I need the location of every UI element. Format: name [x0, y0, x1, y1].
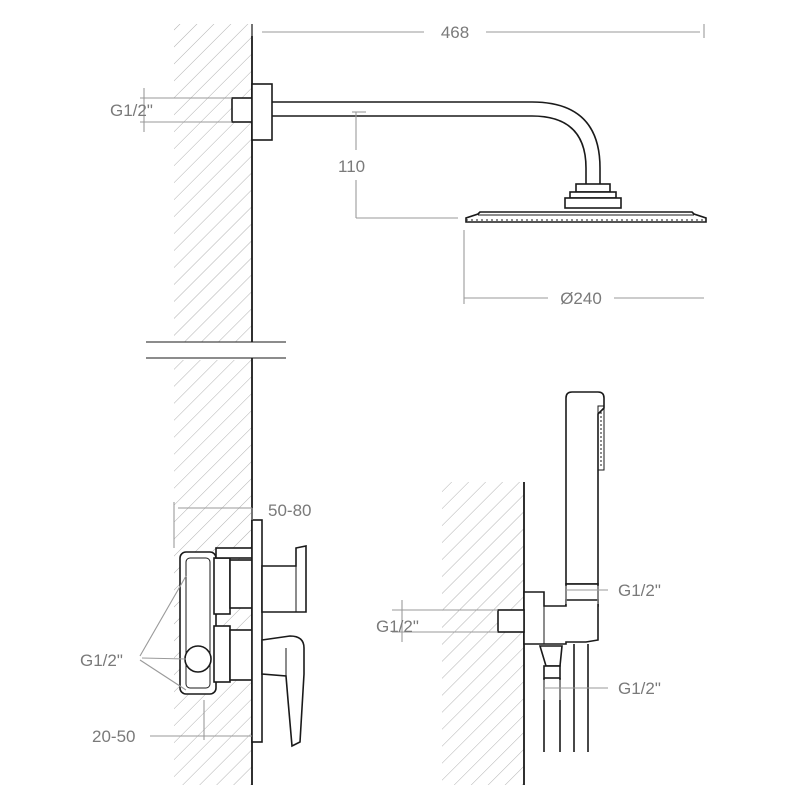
dimension-arm-length: 468: [251, 23, 705, 42]
concealed-mixer-valve: [179, 519, 307, 748]
mixer-lever-handle: [261, 635, 305, 748]
arm-inlet-nipple: [231, 97, 253, 123]
arm-swivel-ring: [575, 183, 611, 193]
dimension-valve-inlet-thread: G1/2": [80, 575, 187, 691]
head-connector: [564, 197, 622, 209]
shower-arm-tube: [272, 101, 601, 184]
dimension-handshower-outlet-thread-label: G1/2": [618, 581, 661, 600]
wall-outlet-holder: [523, 591, 599, 645]
dimension-head-diameter: Ø240: [463, 230, 704, 308]
dimension-arm-drop: 110: [338, 111, 458, 219]
dimension-arm-inlet-thread: G1/2": [110, 88, 232, 132]
hand-shower-spray-face: [597, 405, 605, 471]
dimension-handshower-outlet-thread: G1/2": [565, 581, 661, 604]
dimension-valve-depth: 50-80: [173, 501, 311, 548]
valve-upper-cartridge: [229, 559, 253, 609]
dimension-wall-outlet-thread: G1/2": [376, 600, 498, 642]
diverter-knob: [261, 545, 307, 613]
dimension-valve-depth-label: 50-80: [268, 501, 311, 520]
shower-arm-assembly: [231, 83, 707, 223]
wall-outlet-nipple: [497, 609, 525, 633]
wall-handshower-section: [442, 482, 525, 785]
hand-shower-body: [565, 391, 605, 585]
dimension-wall-outlet-thread-label: G1/2": [376, 617, 419, 636]
dimension-valve-inlet-thread-label: G1/2": [80, 651, 123, 670]
wall-upper-section: [174, 24, 253, 342]
dimension-arm-length-label: 468: [441, 23, 469, 42]
hose-connector: [538, 645, 563, 667]
dimension-hose-thread: G1/2": [543, 679, 661, 700]
valve-inlet-port: [184, 645, 212, 673]
dimension-arm-drop-label: 110: [338, 157, 365, 176]
dimension-head-diameter-label: Ø240: [560, 289, 602, 308]
dimension-valve-offset: 20-50: [92, 700, 252, 746]
valve-lower-cartridge: [229, 629, 253, 681]
arm-wall-flange: [251, 83, 273, 141]
hand-shower-assembly: [497, 391, 605, 752]
dimension-valve-offset-label: 20-50: [92, 727, 135, 746]
valve-cover-plate: [251, 519, 263, 743]
wall-break-lines: [146, 341, 286, 359]
dimension-arm-inlet-thread-label: G1/2": [110, 101, 153, 120]
dimension-hose-thread-label: G1/2": [618, 679, 661, 698]
